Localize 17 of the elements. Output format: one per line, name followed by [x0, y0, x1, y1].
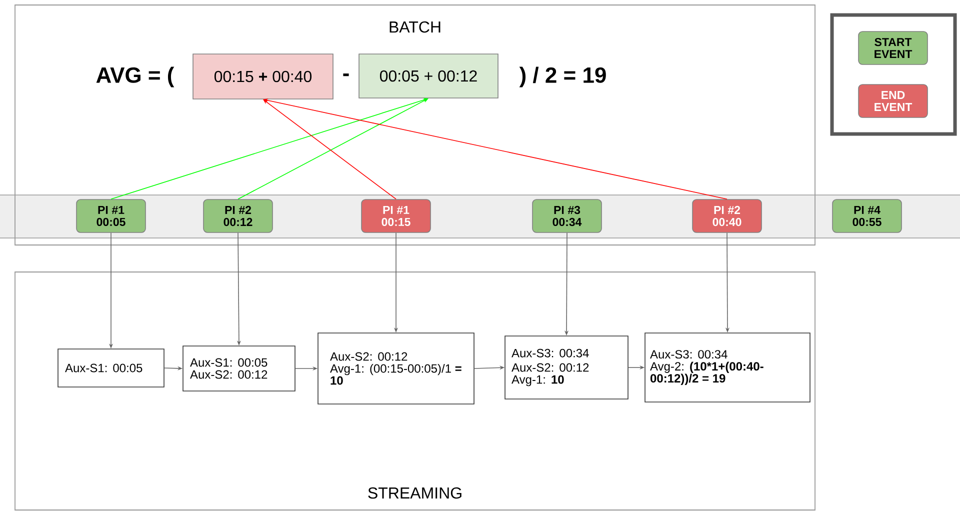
event-box: PI #2 00:40 — [692, 199, 762, 233]
state-box: Aux-S3: 00:34 Aux-S2: 00:12 Avg-1: 10 — [504, 336, 628, 400]
legend-item: END EVENT — [858, 84, 928, 118]
state-box: Aux-S1: 00:05 — [58, 348, 164, 388]
formula-text: ) / 2 = 19 — [519, 66, 606, 88]
event-box: PI #3 00:34 — [532, 199, 602, 233]
sum-box: 00:15 + 00:40 — [192, 54, 334, 100]
state-box: Aux-S2: 00:12 Avg-1: (00:15-00:05)/1 = 10 — [318, 332, 474, 404]
event-box: PI #2 00:12 — [203, 199, 273, 233]
state-box: Aux-S1: 00:05 Aux-S2: 00:12 — [182, 346, 296, 392]
state-box: Aux-S3: 00:34 Avg-2: (10*1+(00:40-00:12))/2 = 19 — [644, 332, 810, 402]
sum-box: 00:05 + 00:12 — [358, 54, 498, 98]
event-box: PI #1 00:05 — [76, 199, 146, 233]
formula-text: - — [343, 74, 349, 76]
legend-item: START EVENT — [858, 31, 928, 65]
event-box: PI #1 00:15 — [361, 199, 431, 233]
event-box: PI #4 00:55 — [832, 199, 902, 233]
